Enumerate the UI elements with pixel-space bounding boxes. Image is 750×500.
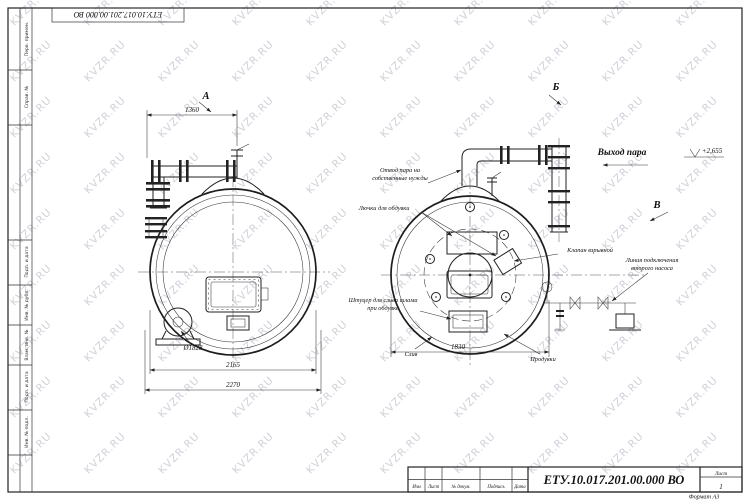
steam-own-needs-line1: Отвод пара на bbox=[380, 167, 420, 174]
second-pump-icon bbox=[615, 313, 635, 329]
rear-steam-dome bbox=[439, 185, 501, 203]
dim-2165: 2165 bbox=[226, 361, 241, 369]
stamp-perv-primen: Перв. примен. bbox=[24, 22, 30, 57]
steam-own-needs-line2: собственные нужды bbox=[372, 175, 428, 182]
boiler-front-view bbox=[138, 143, 330, 368]
front-steam-pipe bbox=[146, 160, 237, 209]
boiler-rear-view bbox=[381, 138, 646, 368]
stamp-inv-dubl: Инв. № дубл. bbox=[24, 289, 30, 320]
blowdowns-label: Продувки bbox=[529, 356, 556, 363]
steam-outlet-label: Выход пара bbox=[597, 147, 647, 158]
explosion-valve-label: Клапан взрывной bbox=[566, 247, 614, 254]
view-b-arrow bbox=[548, 94, 562, 106]
view-v-arrow bbox=[649, 211, 669, 222]
title-sheet-number: 1 bbox=[719, 483, 723, 491]
front-safety-valve bbox=[231, 143, 250, 178]
valve-icon bbox=[569, 296, 581, 310]
valve-icon bbox=[597, 296, 609, 310]
front-side-nozzle bbox=[145, 217, 167, 239]
stamp-inv-podl: Инв. № подл. bbox=[24, 416, 30, 448]
view-label-a: А bbox=[201, 91, 209, 102]
stamp-vzam-inv: Взам. инв. № bbox=[24, 329, 30, 360]
rear-safety-valve bbox=[487, 171, 502, 196]
rear-sludge-hatch bbox=[448, 310, 488, 333]
title-col-data: Дата bbox=[513, 485, 526, 490]
stamp-sprav: Справ. № bbox=[24, 86, 30, 109]
format-note: Формат А3 bbox=[689, 494, 720, 500]
title-col-list: Лист bbox=[427, 485, 440, 490]
rear-shell-outer bbox=[390, 195, 550, 355]
dim-2270: 2270 bbox=[226, 381, 241, 389]
sheet-frame: Перв. примен. Справ. № Подп. и дата Инв.… bbox=[7, 7, 743, 493]
view-label-v: В bbox=[652, 200, 660, 211]
rear-handholes bbox=[425, 202, 511, 302]
dim-1830: 1830 bbox=[451, 343, 466, 351]
dim-d1828: Ø1828 bbox=[182, 344, 203, 352]
rear-steam-pipe bbox=[461, 145, 570, 233]
stamp-podp-data-1: Подп. и дата bbox=[24, 246, 30, 277]
title-doc-number: ЕТУ.10.017.201.00.000 ВО bbox=[543, 473, 685, 487]
drain-label: Слив bbox=[405, 351, 418, 358]
title-col-izm: Изм bbox=[411, 485, 420, 490]
rear-view-annotations: Отвод пара на собственные нужды Лючки дл… bbox=[347, 167, 678, 363]
title-col-podpis: Подпись bbox=[486, 485, 505, 490]
second-pump-line1: Линия подключения bbox=[625, 257, 679, 264]
stamp-podp-data-2: Подп. и дата bbox=[24, 371, 30, 402]
title-block: Изм Лист № докум. Подпись Дата ЕТУ.10.01… bbox=[407, 466, 743, 500]
sludge-drain-line2: при обдувке bbox=[367, 305, 399, 312]
rear-view-dimensions: 1830 Б В Выход пара +2,655 bbox=[390, 82, 724, 357]
title-col-docnum: № докум. bbox=[450, 484, 470, 490]
view-label-b: Б bbox=[552, 82, 560, 93]
rear-blow-hatch-large bbox=[446, 231, 498, 255]
second-pump-line2: второго насоса bbox=[631, 265, 673, 272]
flipped-doc-number: ЕТУ.10.017.201.00.000 ВО bbox=[74, 10, 164, 19]
blow-hatches-label: Лючки для обдувки bbox=[358, 205, 410, 212]
front-shell-outer bbox=[149, 188, 317, 356]
rear-manhole bbox=[446, 270, 493, 299]
front-manhole bbox=[205, 276, 269, 313]
elevation-value: +2,655 bbox=[702, 147, 723, 155]
title-sheet-label: Лист bbox=[714, 471, 727, 477]
dim-1360: 1360 bbox=[185, 106, 200, 114]
elevation-mark: +2,655 bbox=[684, 147, 724, 158]
rear-blow-hatch-small bbox=[493, 247, 523, 276]
front-blower-fan bbox=[155, 307, 201, 346]
view-a-arrow bbox=[198, 101, 212, 113]
front-sight-glass bbox=[226, 315, 250, 331]
sludge-drain-line1: Штуцер для слива шлама bbox=[347, 297, 417, 304]
rear-pump-piping bbox=[541, 281, 641, 331]
front-view-dimensions: 1360 Ø1828 2165 2270 А bbox=[144, 91, 322, 394]
